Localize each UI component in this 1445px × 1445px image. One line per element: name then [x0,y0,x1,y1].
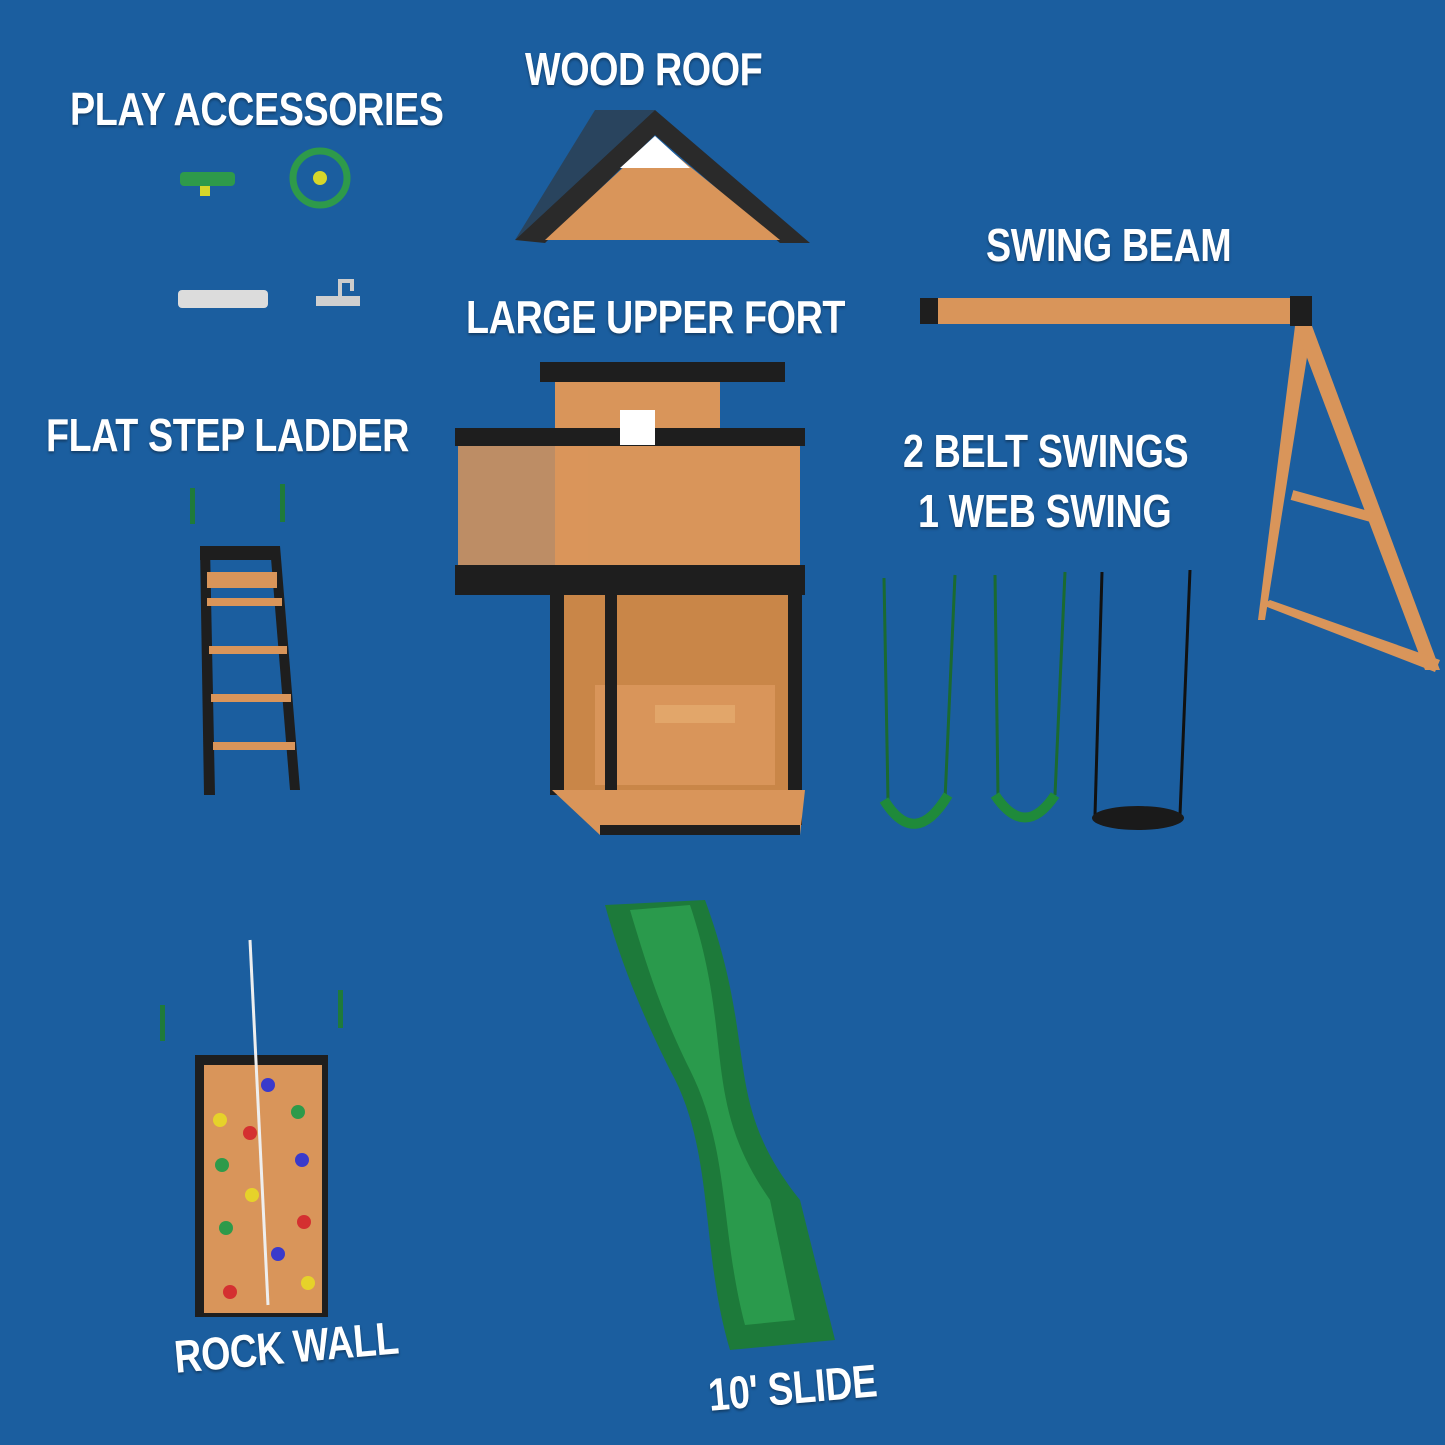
slide-image [605,900,835,1350]
large-upper-fort-label: LARGE UPPER FORT [466,291,846,343]
belt-swing-1-image [879,574,957,829]
telescope-icon [180,172,235,196]
steering-wheel-icon [289,147,351,209]
wood-roof-image [515,110,810,243]
swing-beam-label: SWING BEAM [986,219,1232,271]
belt-swing-2-image [990,571,1067,823]
flat-step-ladder-label: FLAT STEP LADDER [46,409,409,461]
web-swing-label: 1 WEB SWING [918,485,1172,537]
flat-step-ladder-image [190,484,300,795]
wood-roof-label: WOOD ROOF [525,43,763,95]
swing-beam-image [920,296,1440,672]
belt-swings-label: 2 BELT SWINGS [903,425,1189,477]
web-swing-image [1092,569,1192,830]
large-upper-fort-image [455,362,805,835]
play-accessories-label: PLAY ACCESSORIES [70,83,444,135]
phone-accessory-icon [178,290,268,308]
rock-wall-image [160,939,343,1317]
faucet-accessory-icon [316,279,360,306]
